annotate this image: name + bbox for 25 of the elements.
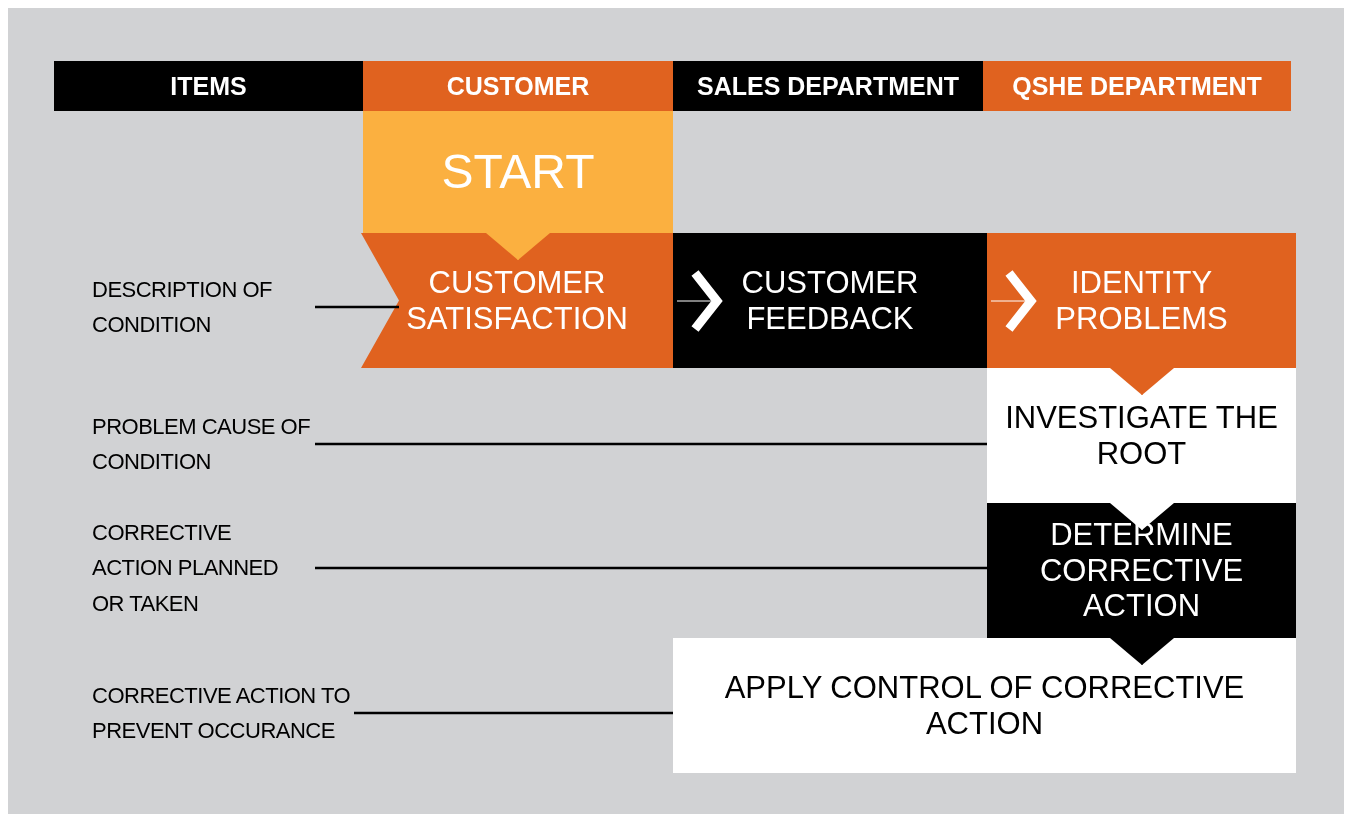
row-label: CORRECTIVE ACTION PLANNED OR TAKEN xyxy=(92,519,280,618)
process-box: DETERMINE CORRECTIVE ACTION xyxy=(987,503,1296,638)
column-header: CUSTOMER xyxy=(363,61,673,111)
start-box: START xyxy=(363,111,673,233)
arrow xyxy=(1110,637,1174,666)
leader-line xyxy=(315,305,399,309)
process-box: CUSTOMER SATISFACTION xyxy=(361,233,673,368)
arrow xyxy=(1110,502,1174,531)
arrow xyxy=(1110,367,1174,396)
column-header: QSHE DEPARTMENT xyxy=(983,61,1291,111)
process-box: IDENTITY PROBLEMS xyxy=(987,233,1296,368)
row-label: CORRECTIVE ACTION TO PREVENT OCCURANCE xyxy=(92,681,352,745)
row-label: DESCRIPTION OF CONDITION xyxy=(92,275,273,339)
leader-line xyxy=(315,442,987,446)
column-header: SALES DEPARTMENT xyxy=(673,61,983,111)
chevron-arrow xyxy=(676,268,722,334)
arrow xyxy=(486,232,550,261)
process-box: CUSTOMER FEEDBACK xyxy=(673,233,987,368)
chevron-arrow xyxy=(990,268,1036,334)
leader-line xyxy=(354,711,673,715)
leader-line xyxy=(315,566,987,570)
process-box: APPLY CONTROL OF CORRECTIVE ACTION xyxy=(673,638,1296,773)
column-header: ITEMS xyxy=(54,61,363,111)
process-box: INVESTIGATE THE ROOT xyxy=(987,368,1296,503)
row-label: PROBLEM CAUSE OF CONDITION xyxy=(92,412,312,476)
